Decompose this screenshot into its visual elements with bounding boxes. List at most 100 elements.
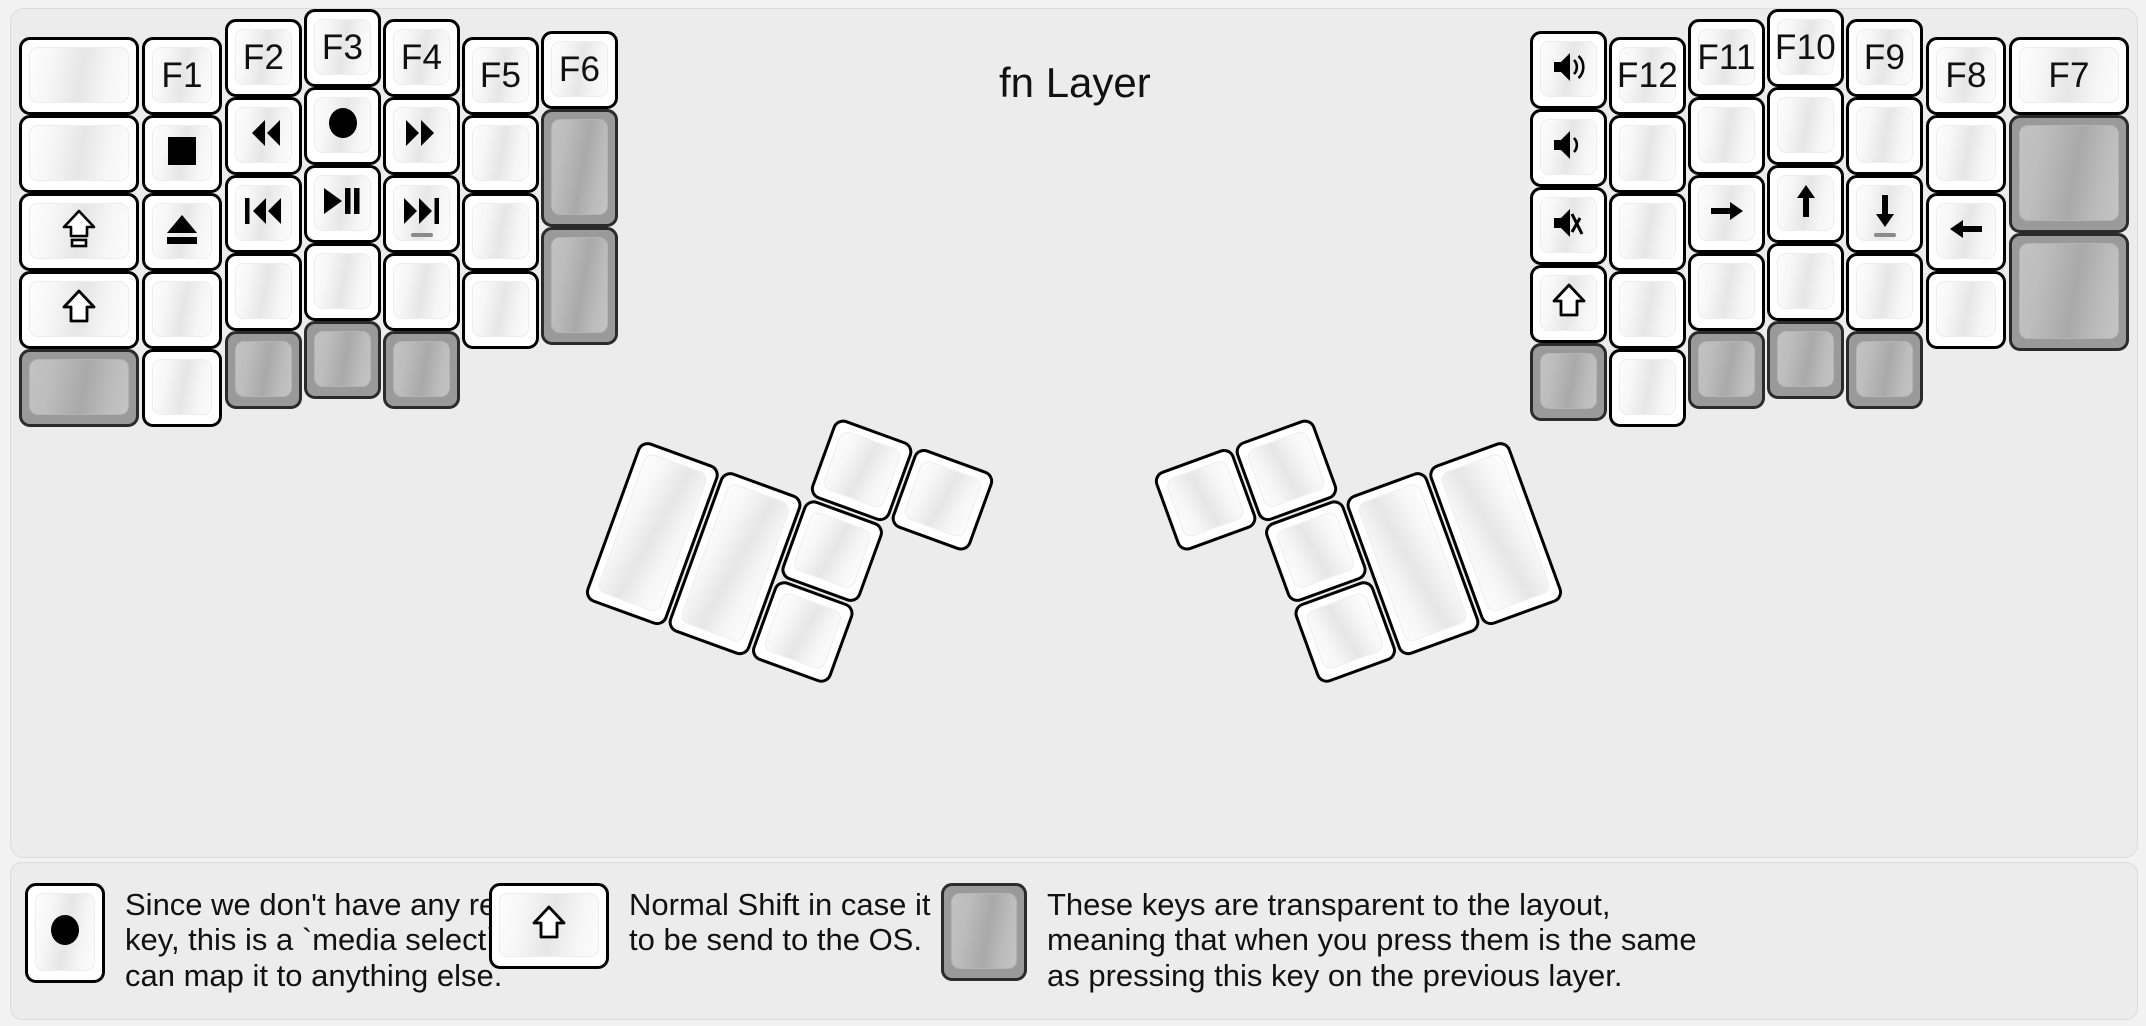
right-col-2-key-4[interactable] — [1926, 271, 2006, 349]
volume-down-icon — [1552, 128, 1586, 166]
caps-lock-icon — [62, 209, 96, 253]
right-col-3-key-5[interactable] — [1846, 331, 1923, 409]
right-col-4-key-1-f10[interactable]: F10 — [1767, 9, 1844, 87]
left-col-3-key-2[interactable] — [225, 97, 302, 175]
right-col-5-key-5[interactable] — [1688, 331, 1765, 409]
right-col-7-key-3[interactable] — [1530, 187, 1607, 265]
right-col-5-key-1-f11[interactable]: F11 — [1688, 19, 1765, 97]
keycap-face — [1164, 458, 1246, 539]
right-col-1-key-2[interactable] — [2009, 115, 2129, 233]
keycap-face — [393, 107, 450, 163]
keycap-face — [1777, 175, 1834, 231]
left-col-7-key-2[interactable] — [541, 109, 618, 227]
left-col-2-key-5[interactable] — [142, 349, 222, 427]
left-col-2-key-3[interactable] — [142, 193, 222, 271]
right-col-3-key-1-f9[interactable]: F9 — [1846, 19, 1923, 97]
keycap-face — [902, 458, 984, 539]
left-col-7-key-1-f6[interactable]: F6 — [541, 31, 618, 109]
right-col-2-key-2[interactable] — [1926, 115, 2006, 193]
left-col-4-key-2[interactable] — [304, 87, 381, 165]
keycap-face — [472, 125, 529, 181]
keycap-face — [29, 281, 129, 337]
left-col-3-key-4[interactable] — [225, 253, 302, 331]
keycap-face — [152, 125, 212, 181]
left-col-1-key-1[interactable] — [19, 37, 139, 115]
left-col-4-key-3[interactable] — [304, 165, 381, 243]
media-stop-icon — [164, 133, 200, 173]
right-col-7-key-4[interactable] — [1530, 265, 1607, 343]
left-col-7-key-3[interactable] — [541, 227, 618, 345]
legend-keycap-shift[interactable] — [489, 883, 609, 969]
right-col-5-key-3[interactable] — [1688, 175, 1765, 253]
left-half: F1 F2 F3 F4 F5 F6 — [11, 9, 1057, 629]
keycap-face — [2019, 243, 2119, 339]
keycap-face: F10 — [1775, 19, 1836, 75]
right-col-4-key-2[interactable] — [1767, 87, 1844, 165]
right-col-2-key-3[interactable] — [1926, 193, 2006, 271]
left-col-4-key-1-f3[interactable]: F3 — [304, 9, 381, 87]
right-col-7-key-5[interactable] — [1530, 343, 1607, 421]
left-col-5-key-1-f4[interactable]: F4 — [383, 19, 460, 97]
keycap-face: F2 — [235, 29, 292, 85]
keycap-face — [2019, 125, 2119, 221]
right-col-6-key-3[interactable] — [1609, 193, 1686, 271]
legend-keycap-record[interactable] — [25, 883, 105, 983]
keycap-face — [1936, 203, 1996, 259]
keycap-face — [1245, 429, 1327, 510]
legend-keycap-transparent[interactable] — [941, 883, 1027, 981]
left-col-1-key-3[interactable] — [19, 193, 139, 271]
right-col-4-key-5[interactable] — [1767, 321, 1844, 399]
left-col-3-key-1-f2[interactable]: F2 — [225, 19, 302, 97]
left-col-5-key-4[interactable] — [383, 253, 460, 331]
right-col-1-key-1-f7[interactable]: F7 — [2009, 37, 2129, 115]
legend-keycap-transparent — [941, 883, 1027, 981]
right-col-6-key-4[interactable] — [1609, 271, 1686, 349]
left-col-1-key-5[interactable] — [19, 349, 139, 427]
right-col-2-key-1-f8[interactable]: F8 — [1926, 37, 2006, 115]
keycap-label: F1 — [161, 55, 203, 95]
right-col-3-key-2[interactable] — [1846, 97, 1923, 175]
right-col-4-key-4[interactable] — [1767, 243, 1844, 321]
next-track-icon — [401, 195, 443, 231]
keycap-face — [1540, 353, 1597, 409]
keycap-face: F3 — [314, 19, 371, 75]
legend-item-transparent: These keys are transparent to the layout… — [941, 883, 1697, 993]
right-col-6-key-5[interactable] — [1609, 349, 1686, 427]
right-col-3-key-3[interactable] — [1846, 175, 1923, 253]
right-col-6-key-2[interactable] — [1609, 115, 1686, 193]
left-col-1-key-2[interactable] — [19, 115, 139, 193]
keycap-label: F4 — [400, 37, 443, 77]
right-col-5-key-2[interactable] — [1688, 97, 1765, 175]
right-col-4-key-3[interactable] — [1767, 165, 1844, 243]
left-col-5-key-3[interactable] — [383, 175, 460, 253]
left-col-3-key-5[interactable] — [225, 331, 302, 409]
keycap-face — [1698, 107, 1755, 163]
left-col-6-key-4[interactable] — [462, 271, 539, 349]
left-col-2-key-2[interactable] — [142, 115, 222, 193]
left-col-5-key-2[interactable] — [383, 97, 460, 175]
left-col-2-key-1-f1[interactable]: F1 — [142, 37, 222, 115]
keycap-face: F11 — [1697, 29, 1756, 85]
keycap-label: F11 — [1697, 37, 1756, 77]
left-col-1-key-4[interactable] — [19, 271, 139, 349]
right-col-5-key-4[interactable] — [1688, 253, 1765, 331]
left-col-4-key-4[interactable] — [304, 243, 381, 321]
keycap-face — [1619, 203, 1676, 259]
left-col-6-key-3[interactable] — [462, 193, 539, 271]
left-col-4-key-5[interactable] — [304, 321, 381, 399]
left-col-6-key-1-f5[interactable]: F5 — [462, 37, 539, 115]
shift-arrow-icon — [62, 289, 96, 329]
shift-arrow-icon — [1552, 283, 1586, 323]
left-col-2-key-4[interactable] — [142, 271, 222, 349]
left-col-3-key-3[interactable] — [225, 175, 302, 253]
right-col-7-key-2[interactable] — [1530, 109, 1607, 187]
right-col-7-key-1[interactable] — [1530, 31, 1607, 109]
left-col-6-key-2[interactable] — [462, 115, 539, 193]
right-col-6-key-1-f12[interactable]: F12 — [1609, 37, 1686, 115]
keycap-label: F6 — [558, 49, 601, 89]
left-col-5-key-5[interactable] — [383, 331, 460, 409]
right-col-1-key-3[interactable] — [2009, 233, 2129, 351]
right-col-3-key-4[interactable] — [1846, 253, 1923, 331]
